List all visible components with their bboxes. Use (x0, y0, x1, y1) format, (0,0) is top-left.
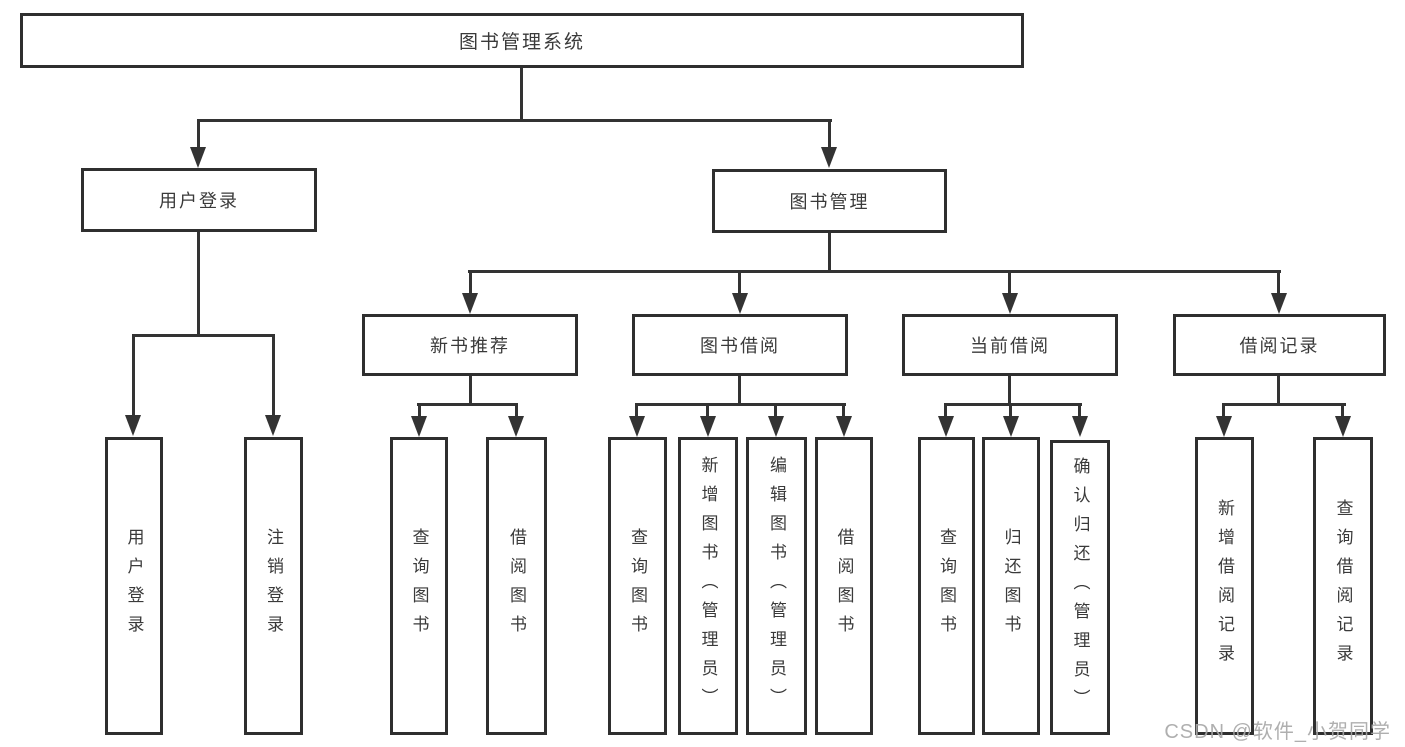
connector-line (738, 270, 741, 295)
leaf-user-login: 用户登录 (105, 437, 163, 735)
leaf-confirm-return-admin: 确认归还（管理员） (1050, 440, 1110, 735)
node-label: 查询图书 (937, 528, 956, 644)
node-label: 注销登录 (264, 528, 283, 644)
connector-line (197, 119, 200, 149)
arrow-down-icon (1335, 416, 1351, 437)
node-label: 用户登录 (124, 528, 144, 644)
connector-line (1222, 403, 1346, 406)
node-label: 新增借阅记录 (1215, 499, 1234, 673)
node-label: 确认归还（管理员） (1070, 457, 1090, 718)
node-label: 当前借阅 (970, 336, 1050, 356)
node-book-management: 图书管理 (712, 169, 947, 233)
connector-line (469, 376, 472, 406)
leaf-return-books: 归还图书 (982, 437, 1040, 735)
arrow-down-icon (768, 416, 784, 437)
node-label: 新书推荐 (430, 336, 510, 356)
leaf-query-books-current: 查询图书 (918, 437, 975, 735)
connector-line (738, 376, 741, 406)
connector-line (197, 119, 832, 122)
leaf-query-borrow-record: 查询借阅记录 (1313, 437, 1373, 735)
connector-line (515, 403, 518, 418)
connector-line (842, 403, 845, 418)
node-label: 查询图书 (409, 528, 429, 644)
node-current-borrowing: 当前借阅 (902, 314, 1118, 376)
connector-line (132, 334, 275, 337)
node-label: 查询图书 (628, 528, 647, 644)
node-label: 新增图书（管理员） (698, 455, 718, 717)
connector-line (828, 233, 831, 273)
leaf-edit-book-admin: 编辑图书（管理员） (746, 437, 807, 735)
node-label: 编辑图书（管理员） (767, 455, 786, 717)
connector-line (635, 403, 638, 418)
leaf-query-books-borrowing: 查询图书 (608, 437, 667, 735)
node-label: 图书管理 (789, 192, 870, 212)
arrow-down-icon (125, 415, 141, 436)
arrow-down-icon (732, 293, 748, 314)
connector-line (706, 403, 709, 418)
node-label: 借阅图书 (507, 528, 526, 644)
connector-line (417, 403, 518, 406)
connector-line (1008, 270, 1011, 295)
leaf-logout: 注销登录 (244, 437, 303, 735)
connector-line (944, 403, 947, 418)
connector-line (197, 232, 200, 337)
leaf-borrow-books-borrowing: 借阅图书 (815, 437, 873, 735)
node-label: 查询借阅记录 (1333, 499, 1353, 673)
connector-line (1009, 403, 1012, 418)
node-book-borrowing: 图书借阅 (632, 314, 848, 376)
connector-line (132, 334, 135, 417)
connector-line (468, 270, 1281, 273)
node-label: 借阅图书 (834, 528, 854, 644)
arrow-down-icon (1003, 416, 1019, 437)
arrow-down-icon (836, 416, 852, 437)
connector-line (828, 119, 831, 149)
connector-line (1078, 403, 1081, 418)
connector-line (774, 403, 777, 418)
connector-line (944, 403, 1082, 406)
connector-line (1008, 376, 1011, 406)
arrow-down-icon (1271, 293, 1287, 314)
node-label: 借阅记录 (1239, 336, 1320, 356)
csdn-watermark: CSDN @软件_小贺同学 (1164, 721, 1391, 743)
arrow-down-icon (411, 416, 427, 437)
connector-line (635, 403, 846, 406)
connector-line (272, 334, 275, 417)
node-label: 用户登录 (159, 191, 239, 211)
arrow-down-icon (1072, 416, 1088, 437)
node-library-management-system: 图书管理系统 (20, 13, 1024, 68)
arrow-down-icon (462, 293, 478, 314)
node-label: 图书管理系统 (458, 32, 585, 53)
arrow-down-icon (938, 416, 954, 437)
connector-line (520, 66, 523, 122)
arrow-down-icon (629, 416, 645, 437)
connector-line (469, 270, 472, 295)
leaf-add-book-admin: 新增图书（管理员） (678, 437, 738, 735)
node-new-book-recommendation: 新书推荐 (362, 314, 578, 376)
arrow-down-icon (821, 147, 837, 168)
connector-line (418, 403, 421, 418)
arrow-down-icon (1216, 416, 1232, 437)
leaf-add-borrow-record: 新增借阅记录 (1195, 437, 1254, 735)
arrow-down-icon (265, 415, 281, 436)
arrow-down-icon (700, 416, 716, 437)
node-label: 归还图书 (1001, 528, 1021, 644)
arrow-down-icon (190, 147, 206, 168)
arrow-down-icon (1002, 293, 1018, 314)
arrow-down-icon (508, 416, 524, 437)
node-borrowing-records: 借阅记录 (1173, 314, 1386, 376)
node-label: 图书借阅 (700, 336, 780, 356)
leaf-query-books-recommend: 查询图书 (390, 437, 448, 735)
node-user-login: 用户登录 (81, 168, 317, 232)
connector-line (1277, 376, 1280, 406)
connector-line (1277, 270, 1280, 295)
leaf-borrow-books-recommend: 借阅图书 (486, 437, 547, 735)
connector-line (1222, 403, 1225, 418)
connector-line (1341, 403, 1344, 418)
